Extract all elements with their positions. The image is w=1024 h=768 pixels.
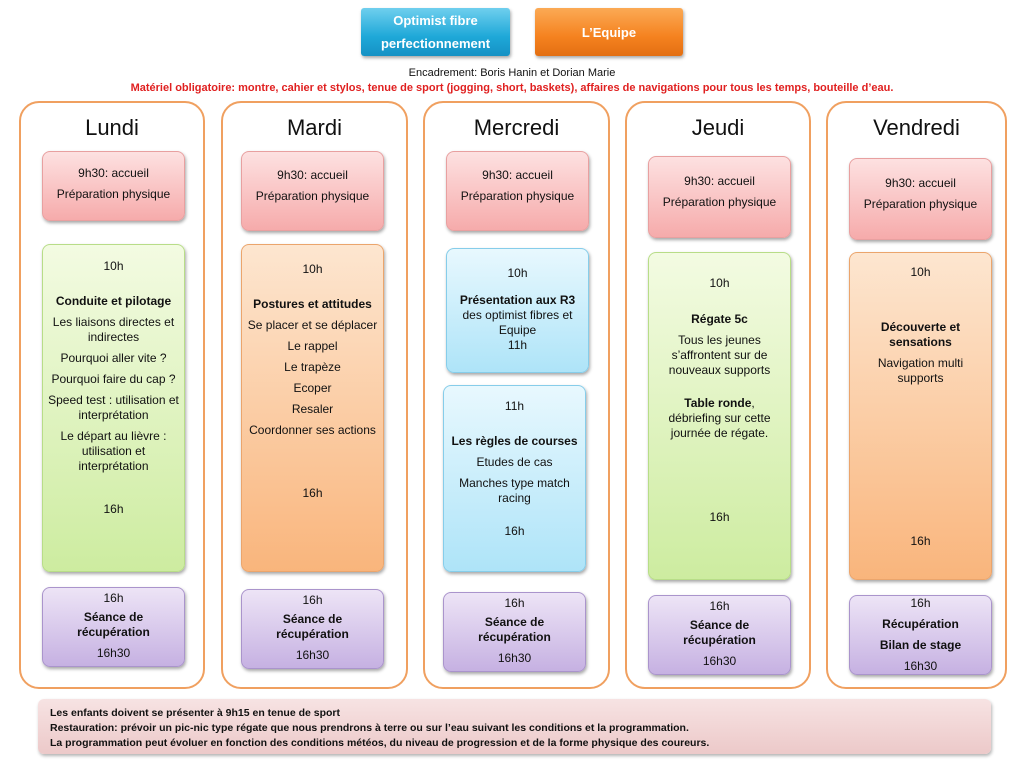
end-time: 16h <box>103 502 124 516</box>
bilan-title: Bilan de stage <box>879 638 962 652</box>
accueil-text: 9h30: accueil <box>78 166 149 180</box>
preparation-text: Préparation physique <box>460 189 575 203</box>
end-time: 11h <box>507 338 528 352</box>
optimist-fibre-label-1: Optimist fibre <box>393 13 478 28</box>
main-session-box: 10h Conduite et pilotage Les liaisons di… <box>42 244 185 572</box>
session-item: Se placer et se déplacer <box>247 318 378 332</box>
end-time: 16h <box>302 486 323 500</box>
morning-box: 9h30: accueil Préparation physique <box>446 151 589 231</box>
session-heading: Présentation aux R3 <box>459 293 576 307</box>
recovery-title: Séance de récupération <box>683 618 756 647</box>
recovery-start: 16h <box>709 599 730 613</box>
start-time: 10h <box>709 276 730 290</box>
day-title: Mercredi <box>473 115 560 140</box>
recovery-end: 16h30 <box>702 654 737 668</box>
preparation-text: Préparation physique <box>56 187 171 201</box>
session-heading: Régate 5c <box>691 312 748 326</box>
equipe-label: L’Equipe <box>581 24 637 40</box>
recovery-start: 16h <box>504 596 525 610</box>
end-time: 16h <box>709 510 730 524</box>
session-item: Le trapèze <box>284 360 341 374</box>
main-session-box: 10h Découverte et sensations Navigation … <box>849 252 992 580</box>
session-text: des optimist fibres et Equipe <box>462 308 573 337</box>
session-item: Ecoper <box>293 381 332 395</box>
recovery-end: 16h30 <box>903 659 938 673</box>
materiel-text: Matériel obligatoire: montre, cahier et … <box>130 82 894 94</box>
footer-line: La programmation peut évoluer en fonctio… <box>50 737 710 749</box>
start-time: 10h <box>507 266 528 280</box>
presentation-box: 10h Présentation aux R3 des optimist fib… <box>446 248 589 373</box>
preparation-text: Préparation physique <box>255 189 370 203</box>
accueil-text: 9h30: accueil <box>684 174 755 188</box>
session-text: Navigation multi supports <box>877 356 964 385</box>
encadrement-text: Encadrement: Boris Hanin et Dorian Marie <box>408 67 616 79</box>
session-item: Pourquoi aller vite ? <box>60 351 167 365</box>
recovery-box: 16h Séance de récupération 16h30 <box>648 595 791 675</box>
optimist-fibre-button[interactable]: Optimist fibre perfectionnement <box>361 8 510 56</box>
session-item: Speed test : utilisation et interprétati… <box>48 393 179 422</box>
optimist-fibre-label-2: perfectionnement <box>380 36 491 51</box>
footer-notes: Les enfants doivent se présenter à 9h15 … <box>38 699 991 754</box>
accueil-text: 9h30: accueil <box>277 168 348 182</box>
recovery-end: 16h30 <box>497 651 532 665</box>
recovery-end: 16h30 <box>96 646 131 660</box>
day-column-vendredi: Vendredi 9h30: accueil Préparation physi… <box>826 101 1007 689</box>
recovery-title: Séance de récupération <box>276 612 349 641</box>
session-item: Coordonner ses actions <box>249 423 376 437</box>
preparation-text: Préparation physique <box>662 195 777 209</box>
morning-box: 9h30: accueil Préparation physique <box>241 151 384 231</box>
session-item: Pourquoi faire du cap ? <box>51 372 176 386</box>
day-column-mercredi: Mercredi 9h30: accueil Préparation physi… <box>423 101 610 689</box>
recovery-start: 16h <box>910 596 931 610</box>
day-title: Jeudi <box>691 115 745 140</box>
main-session-box: 10h Régate 5c Tous les jeunes s’affronte… <box>648 252 791 580</box>
recovery-title: Récupération <box>882 617 959 631</box>
start-time: 11h <box>504 399 525 413</box>
footer-line: Les enfants doivent se présenter à 9h15 … <box>50 707 341 719</box>
recovery-box: 16h Séance de récupération 16h30 <box>42 587 185 667</box>
recovery-title: Séance de récupération <box>478 615 551 644</box>
end-time: 16h <box>504 524 525 538</box>
accueil-text: 9h30: accueil <box>885 176 956 190</box>
footer-line: Restauration: prévoir un pic-nic type ré… <box>50 722 689 734</box>
session-item: Resaler <box>291 402 334 416</box>
session-item: Les liaisons directes et indirectes <box>52 315 175 344</box>
session-heading: Postures et attitudes <box>253 297 372 311</box>
session-text: débriefing sur cette journée de régate. <box>668 411 771 440</box>
recovery-start: 16h <box>302 593 323 607</box>
day-title: Mardi <box>286 115 342 140</box>
day-title: Vendredi <box>873 115 960 140</box>
preparation-text: Préparation physique <box>863 197 978 211</box>
start-time: 10h <box>302 262 323 276</box>
recovery-title: Séance de récupération <box>77 610 150 639</box>
recovery-start: 16h <box>103 591 124 605</box>
equipe-button[interactable]: L’Equipe <box>535 8 683 56</box>
day-column-jeudi: Jeudi 9h30: accueil Préparation physique… <box>625 101 811 689</box>
recovery-box: 16h Séance de récupération 16h30 <box>443 592 586 672</box>
start-time: 10h <box>103 259 124 273</box>
end-time: 16h <box>910 534 931 548</box>
session-heading: Conduite et pilotage <box>55 294 172 308</box>
morning-box: 9h30: accueil Préparation physique <box>42 151 185 221</box>
session-item: Le rappel <box>287 339 338 353</box>
main-session-box: 10h Postures et attitudes Se placer et s… <box>241 244 384 572</box>
session-item: Le départ au lièvre : utilisation et int… <box>60 429 167 473</box>
recovery-box: 16h Récupération Bilan de stage 16h30 <box>849 595 992 675</box>
recovery-end: 16h30 <box>295 648 330 662</box>
day-column-mardi: Mardi 9h30: accueil Préparation physique… <box>221 101 408 689</box>
morning-box: 9h30: accueil Préparation physique <box>849 158 992 240</box>
session-heading: Découverte et sensations <box>880 320 961 349</box>
recovery-box: 16h Séance de récupération 16h30 <box>241 589 384 669</box>
session-text: Tous les jeunes s’affrontent sur de nouv… <box>668 333 771 377</box>
session-heading: Les règles de courses <box>451 434 578 448</box>
accueil-text: 9h30: accueil <box>482 168 553 182</box>
day-column-lundi: Lundi 9h30: accueil Préparation physique… <box>19 101 205 689</box>
start-time: 10h <box>910 265 931 279</box>
morning-box: 9h30: accueil Préparation physique <box>648 156 791 238</box>
session-item: Manches type match racing <box>459 476 570 505</box>
rules-box: 11h Les règles de courses Etudes de cas … <box>443 385 586 572</box>
session-item: Etudes de cas <box>476 455 553 469</box>
table-ronde-heading: Table ronde <box>684 396 752 410</box>
day-title: Lundi <box>85 115 139 140</box>
